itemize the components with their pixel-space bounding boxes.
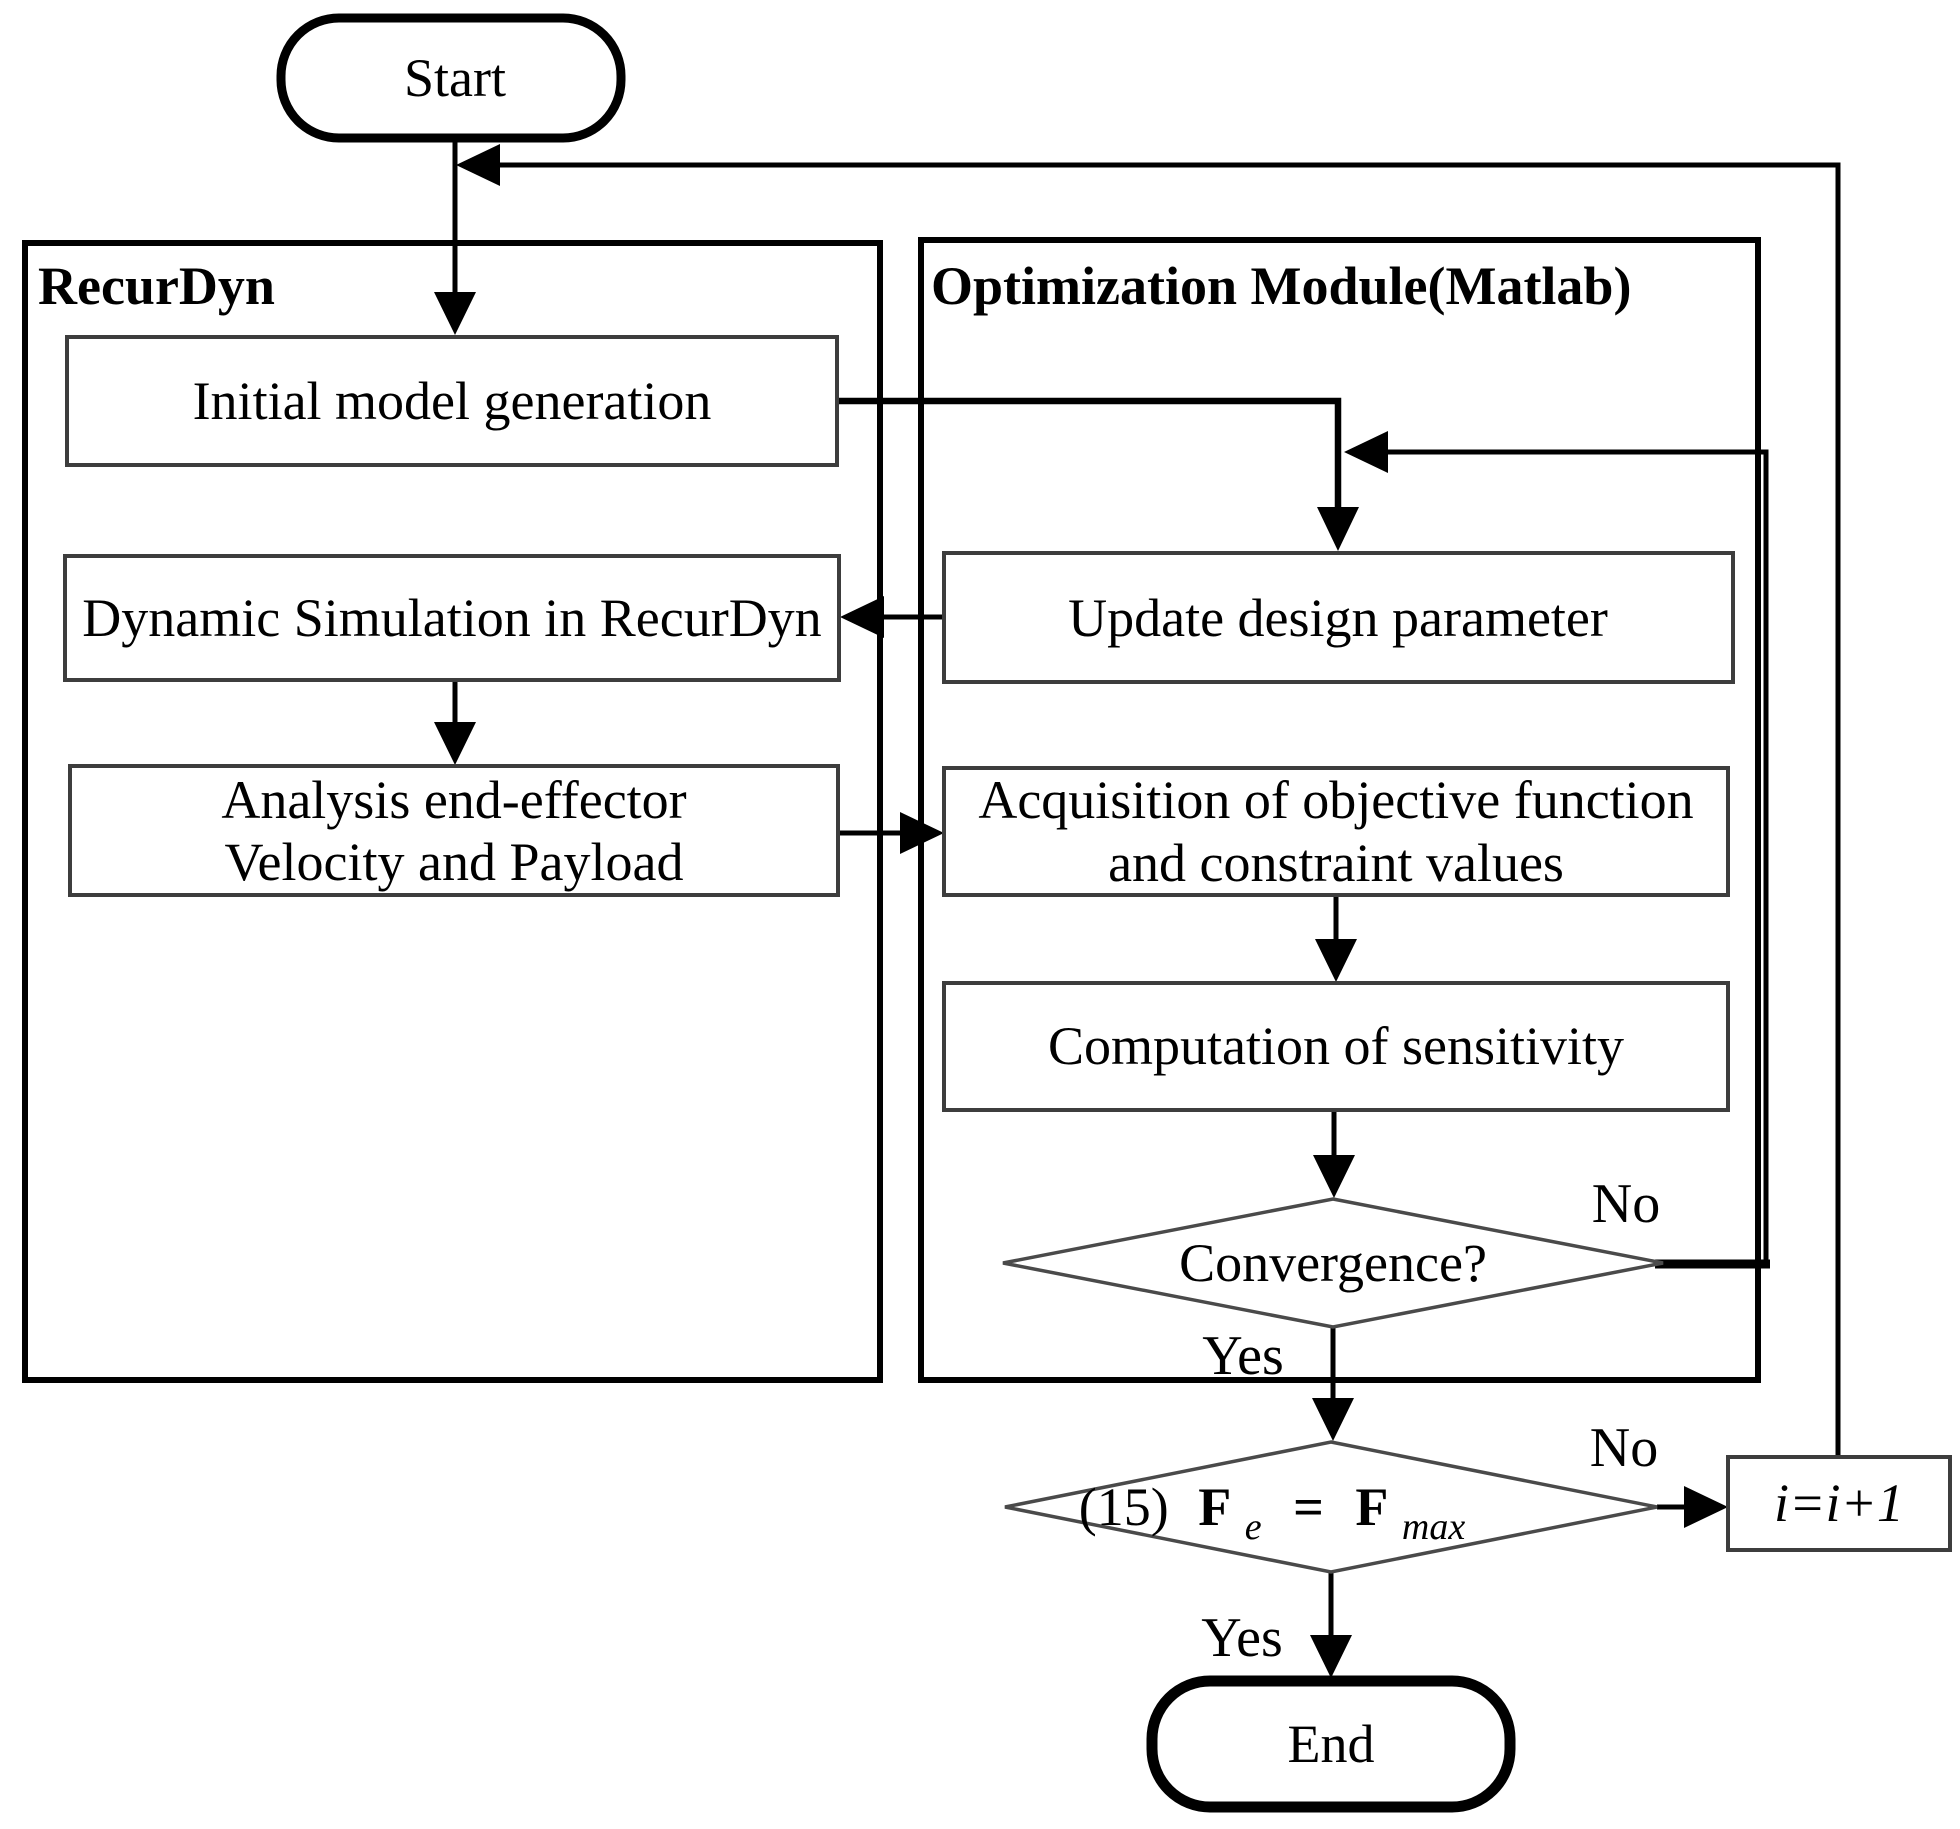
acquisition-box: Acquisition of objective function and co…	[942, 766, 1730, 897]
force-check-equals-sign: =	[1293, 1477, 1324, 1537]
end-terminal-shape	[1146, 1675, 1516, 1813]
analysis-end-effector-box: Analysis end-effector Velocity and Paylo…	[68, 764, 840, 897]
arrowhead-into-acquisition	[900, 812, 944, 854]
force-check-Fmax-symbol: F	[1355, 1477, 1388, 1537]
arrowhead-into-end	[1310, 1635, 1352, 1678]
force-check-yes-label: Yes	[1201, 1607, 1282, 1669]
start-terminal-shape	[276, 13, 626, 143]
update-design-parameter-border	[942, 551, 1735, 684]
initial-model-generation-box: Initial model generation	[65, 335, 839, 467]
force-check-Fe-symbol: F	[1198, 1477, 1231, 1537]
increment-label: i=i+1	[1774, 1473, 1904, 1533]
dynamic-simulation-border	[63, 554, 841, 682]
end-terminal-label: End	[1288, 1714, 1375, 1774]
force-check-eq-number: (15)	[1079, 1477, 1169, 1537]
dynamic-simulation-box: Dynamic Simulation in RecurDyn	[63, 554, 841, 682]
arrowhead-into-computation	[1315, 939, 1357, 982]
force-check-decision-shape	[1004, 1440, 1658, 1574]
arrowhead-into-force-check	[1312, 1398, 1354, 1441]
edge-initial-to-update	[837, 397, 1342, 508]
initial-model-generation-label: Initial model generation	[193, 371, 712, 431]
arrowhead-into-start-line	[456, 144, 500, 186]
force-check-decision: (15) F e = F max	[1004, 1440, 1658, 1574]
force-check-Fe-subscript: e	[1245, 1506, 1262, 1548]
arrowhead-into-update	[1317, 507, 1359, 551]
end-terminal: End	[1146, 1675, 1516, 1813]
arrowhead-into-increment	[1684, 1486, 1728, 1528]
arrowhead-no-feedback-into-update-line	[1344, 431, 1388, 473]
computation-sensitivity-label: Computation of sensitivity	[1048, 1016, 1624, 1076]
increment-border	[1726, 1455, 1952, 1552]
initial-model-generation-border	[65, 335, 839, 467]
computation-sensitivity-border	[942, 981, 1730, 1112]
convergence-yes-label: Yes	[1202, 1325, 1283, 1387]
update-design-parameter-label: Update design parameter	[1068, 588, 1608, 648]
convergence-decision: Convergence?	[1002, 1197, 1664, 1329]
convergence-no-label: No	[1592, 1173, 1660, 1235]
start-terminal-label: Start	[404, 48, 506, 108]
edge-increment-feedback	[500, 162, 1841, 1457]
acquisition-label-line1: Acquisition of objective function	[978, 770, 1693, 830]
acquisition-label-line2: and constraint values	[1108, 833, 1564, 893]
analysis-end-effector-label-line1: Analysis end-effector	[221, 770, 686, 830]
arrowhead-into-initial	[434, 292, 476, 335]
recurdyn-container-title: RecurDyn	[38, 256, 275, 316]
acquisition-border	[942, 766, 1730, 897]
analysis-end-effector-border	[68, 764, 840, 897]
start-terminal: Start	[276, 13, 626, 143]
update-design-parameter-box: Update design parameter	[942, 551, 1735, 684]
computation-sensitivity-box: Computation of sensitivity	[942, 981, 1730, 1112]
analysis-end-effector-label-line2: Velocity and Payload	[225, 832, 684, 892]
increment-box: i=i+1	[1726, 1455, 1952, 1552]
optimization-container-title: Optimization Module(Matlab)	[931, 256, 1631, 316]
edge-labels: No Yes No Yes	[1201, 1173, 1660, 1669]
force-check-no-label: No	[1590, 1417, 1658, 1479]
force-check-Fmax-subscript: max	[1402, 1506, 1465, 1548]
arrowhead-into-analysis	[434, 722, 476, 765]
edge-convergence-no-feedback	[1388, 449, 1769, 1264]
convergence-decision-label: Convergence?	[1179, 1233, 1487, 1293]
arrowhead-into-convergence	[1313, 1155, 1355, 1198]
force-check-decision-label: (15) F e = F max	[1079, 1477, 1466, 1551]
arrowhead-into-dynamic	[840, 596, 884, 638]
edges	[434, 138, 1841, 1678]
dynamic-simulation-label: Dynamic Simulation in RecurDyn	[82, 588, 821, 648]
convergence-decision-shape	[1002, 1197, 1664, 1329]
